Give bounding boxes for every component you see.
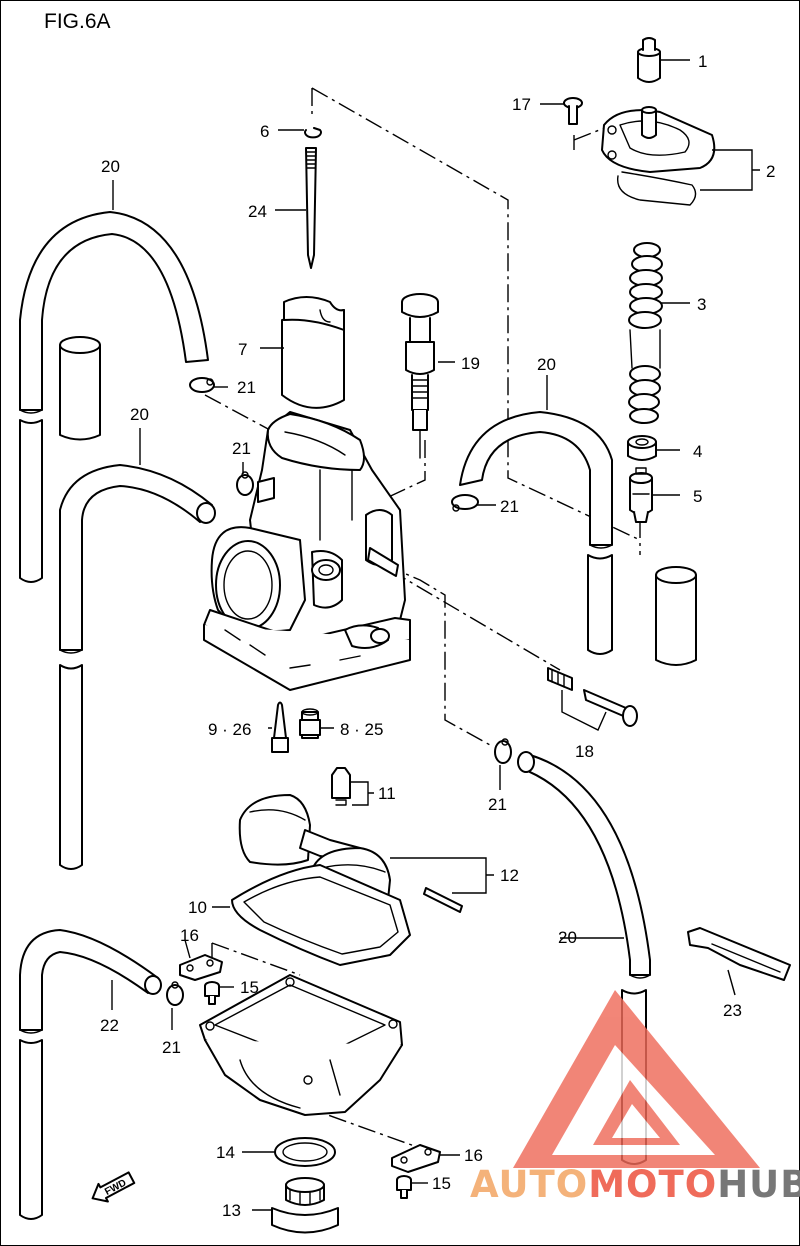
callout-20-d: 20 [558, 928, 577, 947]
callout-21-c: 21 [500, 497, 519, 516]
callout-20-c: 20 [537, 355, 556, 374]
callout-9-26: 9 · 26 [208, 720, 251, 739]
breather-hose-right [459, 411, 613, 655]
part-screw-17 [563, 97, 583, 125]
callout-5: 5 [693, 487, 702, 506]
callout-16-lower: 16 [464, 1146, 483, 1165]
watermark-triangle-icon [513, 990, 760, 1168]
part-cap [637, 37, 661, 83]
watermark-part1: AUTO [470, 1163, 588, 1206]
callout-24: 24 [248, 202, 267, 221]
part-throttle-valve [281, 296, 345, 409]
part-gasket-16-upper [179, 954, 223, 981]
callout-15-lower: 15 [432, 1174, 451, 1193]
callout-8-25: 8 · 25 [340, 720, 383, 739]
watermark-part3: HUB [717, 1163, 800, 1206]
part-plunger-5 [629, 467, 653, 523]
watermark-part2: MOTO [588, 1163, 717, 1206]
figure-title: FIG.6A [44, 10, 111, 33]
part-jet-9 [271, 701, 289, 753]
callout-12: 12 [500, 866, 519, 885]
part-jet-needle [305, 147, 317, 269]
part-spring [628, 242, 663, 424]
part-screw-15-upper [204, 981, 220, 1005]
callout-labels: 1 2 3 4 5 6 7 8 · 25 9 · 26 10 11 12 13 … [100, 52, 775, 1220]
callout-4: 4 [693, 442, 702, 461]
callout-11: 11 [378, 784, 396, 803]
callout-21-a: 21 [237, 378, 256, 397]
callout-20-a: 20 [101, 157, 120, 176]
callout-18: 18 [575, 742, 594, 761]
callout-1: 1 [698, 52, 707, 71]
callout-21-b: 21 [232, 439, 251, 458]
clamp-21-d [494, 738, 512, 764]
svg-text:AUTOMOTOHUB: AUTOMOTOHUB [470, 1163, 800, 1206]
carburetor-body [203, 411, 411, 691]
callout-2: 2 [766, 162, 775, 181]
breather-hose-left [19, 211, 209, 583]
callout-6: 6 [260, 122, 269, 141]
part-adjuster-19 [401, 293, 439, 459]
callout-16-upper: 16 [180, 926, 199, 945]
callout-21-d: 21 [488, 795, 507, 814]
callout-14: 14 [216, 1143, 235, 1162]
watermark-logo: AUTOMOTOHUB [470, 990, 800, 1206]
callout-21-e: 21 [162, 1038, 181, 1057]
callout-10: 10 [188, 898, 207, 917]
part-drain-plug-13 [271, 1177, 339, 1234]
callout-23: 23 [723, 1001, 742, 1020]
callout-22: 22 [100, 1016, 119, 1035]
clamp-21-e [166, 981, 184, 1006]
hose-clamps [166, 377, 512, 1006]
clamp-21-c [451, 494, 479, 512]
part-jet-8 [299, 708, 321, 739]
tube-piece-right [655, 566, 697, 666]
breather-hose-mid [59, 464, 216, 870]
part-top-cover [601, 106, 716, 206]
callout-15-upper: 15 [240, 978, 259, 997]
part-idle-screw-18 [547, 667, 638, 731]
part-gasket-16-lower [391, 1144, 441, 1173]
callout-7: 7 [238, 340, 247, 359]
part-oring-14 [274, 1137, 336, 1167]
assembly-lines [204, 87, 641, 1149]
clamp-21-a [189, 377, 215, 393]
leader-lines [111, 59, 760, 1211]
callout-20-b: 20 [130, 405, 149, 424]
part-needle-valve-11 [331, 767, 351, 806]
part-float-bowl [199, 974, 403, 1116]
callout-13: 13 [222, 1201, 241, 1220]
part-gasket-10 [231, 864, 411, 966]
part-screw-15-lower [396, 1175, 412, 1199]
overflow-hose-22 [19, 929, 162, 1220]
clamp-21-b [236, 471, 254, 496]
part-nut-4 [627, 435, 657, 461]
tube-pieces [59, 336, 697, 666]
part-bracket-23 [687, 927, 791, 981]
callout-17: 17 [512, 95, 531, 114]
callout-3: 3 [697, 295, 706, 314]
callout-19: 19 [461, 354, 480, 373]
tube-piece-left-top [59, 336, 101, 441]
part-clip [304, 127, 322, 139]
